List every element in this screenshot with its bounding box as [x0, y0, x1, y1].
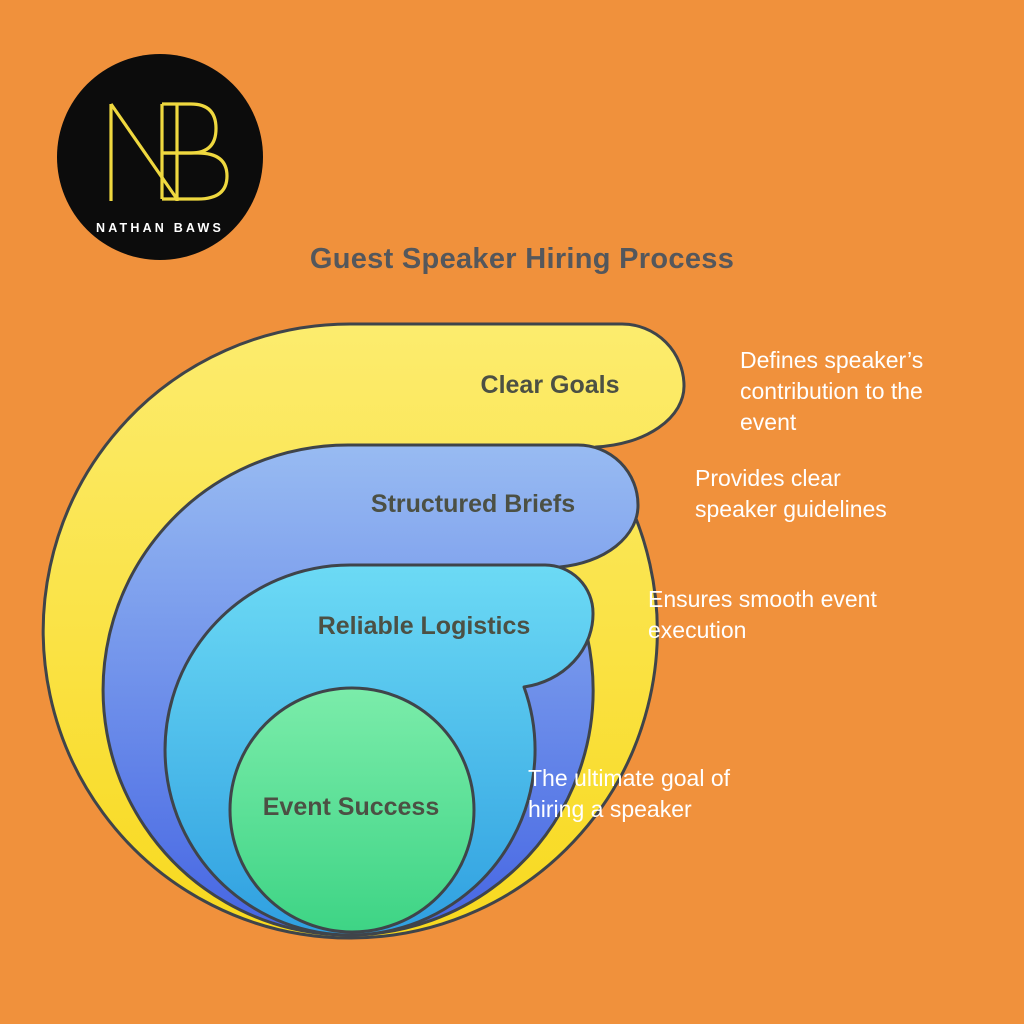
step-label-reliable-logistics: Reliable Logistics: [317, 612, 531, 640]
step-description-structured-briefs: Provides clear speaker guidelines: [695, 465, 887, 522]
step-description-event-success: The ultimate goal of hiring a speaker: [528, 765, 731, 822]
step-description-clear-goals: Defines speaker’s contribution to the ev…: [740, 347, 924, 435]
nb-monogram-icon: [109, 102, 229, 201]
step-description-reliable-logistics: Ensures smooth event execution: [648, 586, 877, 643]
logo-circle: [57, 54, 263, 260]
logo-name-text: NATHAN BAWS: [96, 221, 224, 235]
nathan-baws-logo: NATHAN BAWS: [57, 54, 263, 260]
step-label-clear-goals: Clear Goals: [480, 371, 620, 399]
step-label-event-success: Event Success: [262, 793, 440, 821]
funnel-circle-event-success: [228, 686, 476, 934]
page-title: Guest Speaker Hiring Process: [309, 243, 735, 275]
step-label-structured-briefs: Structured Briefs: [370, 490, 576, 518]
